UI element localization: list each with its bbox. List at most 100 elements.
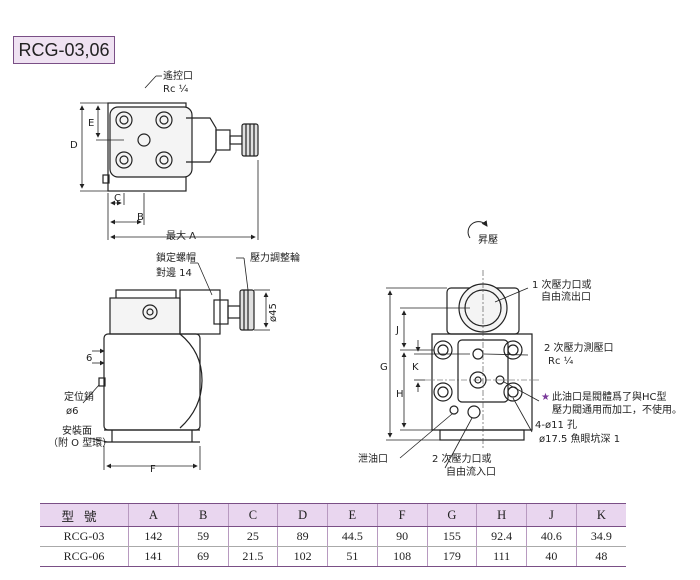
table-header: D — [277, 503, 328, 527]
pressure-handle-label: 壓力調整輪 — [250, 251, 300, 264]
table-header: K — [575, 503, 626, 527]
front-view-centerlines — [425, 270, 540, 448]
side-view-locating-pin — [98, 377, 106, 387]
front-view-bolt-2 — [503, 340, 523, 360]
table-header: E — [327, 503, 378, 527]
table-header: J — [526, 503, 577, 527]
table-header: 型號 — [40, 503, 129, 527]
top-view-bolt-3 — [115, 151, 133, 169]
table-cell: 155 — [426, 526, 477, 547]
table-row: RCG-03 142 59 25 89 44.5 90 155 92.4 40.… — [40, 526, 626, 547]
table-cell: 69 — [177, 546, 228, 567]
note-star: ★ — [541, 392, 550, 403]
table-cell: 108 — [376, 546, 427, 567]
side-view-lock-nut — [213, 299, 229, 325]
table-cell: 25 — [227, 526, 278, 547]
remote-port-size: Rc ¼ — [163, 83, 189, 95]
dimension-table: 型號 A B C D E F G H J K RCG-03 142 59 25 … — [40, 503, 626, 567]
top-view-remote-port — [137, 133, 151, 147]
side-view-top-block — [109, 297, 181, 335]
across-flats-label: 對邊 14 — [156, 266, 192, 279]
top-view-bolt-2 — [155, 111, 173, 129]
table-cell: 89 — [277, 526, 328, 547]
table-row: RCG-06 141 69 21.5 102 51 108 179 111 40… — [40, 546, 626, 567]
model-title: RCG-03,06 — [13, 36, 115, 64]
technical-drawing: 遙控口 Rc ¼ D E C B 最大 A 鎖定螺帽 對邊 14 壓力調整輪 ø… — [48, 69, 682, 478]
drain-label: 泄油口 — [358, 452, 388, 465]
holes-label-a: 4-ø11 孔 — [535, 419, 577, 431]
table-cell: RCG-06 — [40, 546, 129, 567]
port1-label-b: 自由流出口 — [541, 290, 591, 303]
front-view-bolt-1 — [433, 340, 453, 360]
top-view-mount-lug — [102, 174, 110, 184]
holes-label-b: ø17.5 魚眼坑深 1 — [539, 432, 620, 445]
dim-j-label: J — [395, 325, 399, 336]
front-view-base — [439, 429, 525, 441]
top-view-bolt-4 — [155, 151, 173, 169]
table-header: A — [128, 503, 179, 527]
dim-g-label: G — [380, 362, 388, 373]
locating-pin-size: ø6 — [66, 406, 78, 417]
table-cell: 179 — [426, 546, 477, 567]
table-header: B — [177, 503, 228, 527]
table-header: G — [426, 503, 477, 527]
note-label-b: 壓力閥通用而加工，不使用。 — [552, 403, 682, 416]
note-label-a: 此油口是閥體爲了與HC型 — [552, 390, 667, 403]
front-view-body — [431, 333, 533, 431]
table-header-row: 型號 A B C D E F G H J K — [40, 503, 626, 527]
dim-e-label: E — [88, 118, 94, 129]
top-view-bolt-1 — [115, 111, 133, 129]
table-cell: 141 — [128, 546, 179, 567]
remote-port-label: 遙控口 — [163, 69, 193, 82]
table-cell: 102 — [277, 546, 328, 567]
dim-f-label: F — [150, 464, 156, 475]
side-view-body — [103, 333, 201, 431]
table-cell: RCG-03 — [40, 526, 129, 547]
front-view-dimensions — [386, 287, 540, 469]
mounting-face-note: （附 O 型環） — [48, 436, 112, 449]
phi45-label: ø45 — [268, 303, 279, 322]
port2-label-b: Rc ¼ — [548, 355, 574, 367]
front-view-unused-port — [495, 375, 505, 385]
dim-a-label: 最大 A — [166, 229, 196, 242]
table-header: F — [376, 503, 427, 527]
port3-label-b: 自由流入口 — [446, 465, 496, 478]
mounting-face-label: 安裝面 — [62, 424, 92, 437]
lock-nut-label: 鎖定螺帽 — [156, 251, 196, 264]
top-view-stem — [229, 135, 243, 145]
locating-pin-label: 定位銷 — [64, 390, 94, 403]
side-view-port — [142, 304, 158, 320]
table-cell: 34.9 — [575, 526, 626, 547]
table-cell: 142 — [128, 526, 179, 547]
dim-k-label: K — [412, 362, 419, 373]
top-view-cover — [109, 106, 193, 178]
table-cell: 92.4 — [476, 526, 527, 547]
table-cell: 59 — [177, 526, 228, 547]
front-view-drain-port — [449, 405, 459, 415]
top-view — [102, 102, 259, 192]
table-header: C — [227, 503, 278, 527]
dim-d-label: D — [70, 140, 78, 151]
boost-label: 昇壓 — [478, 234, 498, 246]
side-view-adjuster — [179, 289, 221, 335]
table-cell: 44.5 — [327, 526, 378, 547]
dim-h-label: H — [396, 389, 404, 400]
port3-label-a: 2 次壓力口或 — [432, 452, 492, 465]
top-view-lock-nut — [215, 129, 231, 151]
table-cell: 48 — [575, 546, 626, 567]
table-cell: 40.6 — [526, 526, 577, 547]
table-cell: 21.5 — [227, 546, 278, 567]
table-cell: 40 — [526, 546, 577, 567]
front-view-bolt-3 — [433, 382, 453, 402]
table-cell: 111 — [476, 546, 527, 567]
dim-6-label: 6 — [86, 353, 92, 364]
front-view-port-2 — [467, 405, 481, 419]
side-view-stem — [227, 305, 241, 319]
side-view-handwheel — [239, 289, 255, 331]
dim-b-label: B — [137, 212, 144, 223]
boost-rotation-icon — [467, 220, 488, 239]
port2-label-a: 2 次壓力測壓口 — [544, 341, 614, 354]
table-header: H — [476, 503, 527, 527]
side-view-dimensions — [82, 257, 270, 470]
front-view — [431, 283, 533, 441]
